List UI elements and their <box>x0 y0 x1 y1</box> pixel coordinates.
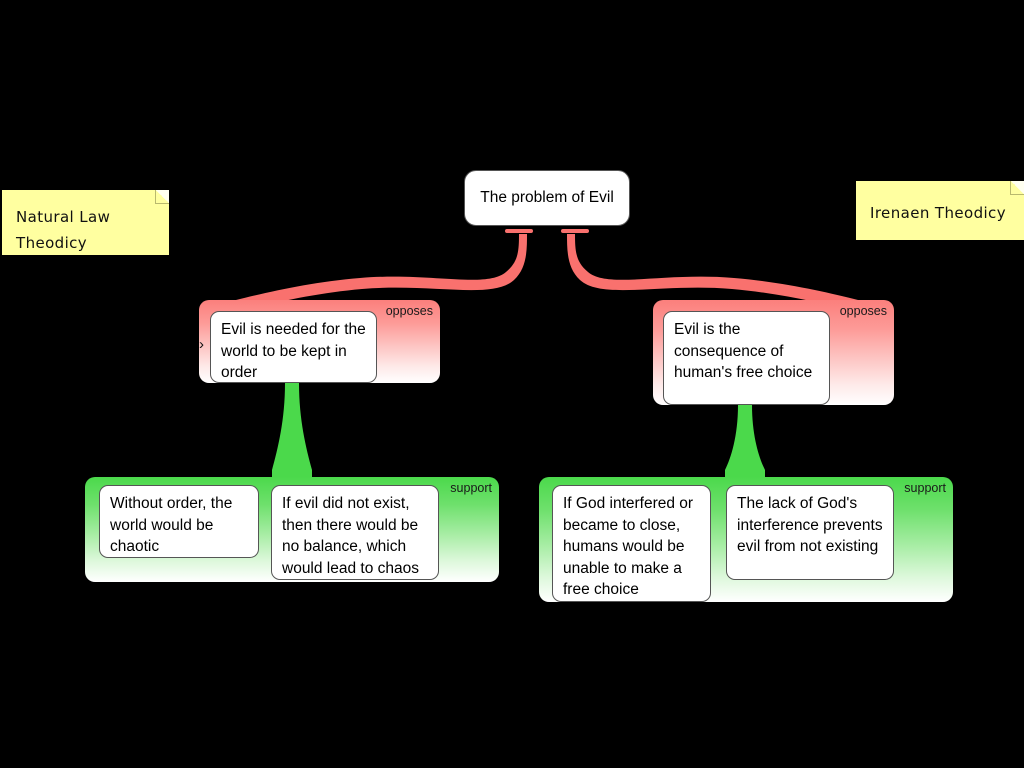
root-node[interactable]: The problem of Evil <box>464 170 630 226</box>
sticky-note-irenaen[interactable]: Irenaen Theodicy <box>856 181 1024 240</box>
claim-node-text: Evil is needed for the world to be kept … <box>221 321 366 381</box>
reason-node-left-2[interactable]: If evil did not exist, then there would … <box>271 485 439 580</box>
reason-node-right-1[interactable]: If God interfered or became to close, hu… <box>552 485 711 602</box>
sticky-fold-icon <box>155 190 169 204</box>
claim-node-left[interactable]: Evil is needed for the world to be kept … <box>210 311 377 383</box>
sticky-note-text: Natural Law Theodicy <box>16 208 111 252</box>
claim-node-text: Evil is the consequence of human's free … <box>674 321 813 381</box>
reason-node-text: If God interfered or became to close, hu… <box>563 495 694 598</box>
root-node-label: The problem of Evil <box>480 189 614 207</box>
reason-node-text: If evil did not exist, then there would … <box>282 495 420 577</box>
sticky-note-natural-law[interactable]: Natural Law Theodicy <box>2 190 169 255</box>
reason-node-text: The lack of God's interference prevents … <box>737 495 883 555</box>
link-support-left <box>272 383 312 482</box>
reason-node-right-2[interactable]: The lack of God's interference prevents … <box>726 485 894 580</box>
claim-node-right[interactable]: Evil is the consequence of human's free … <box>663 311 830 405</box>
sticky-note-text: Irenaen Theodicy <box>870 203 1006 222</box>
reason-node-text: Without order, the world would be chaoti… <box>110 495 233 555</box>
reason-node-left-1[interactable]: Without order, the world would be chaoti… <box>99 485 259 558</box>
relation-label-opposes: opposes <box>839 304 887 318</box>
incoming-arrow-icon: › <box>199 336 204 353</box>
link-support-right <box>725 405 765 482</box>
sticky-fold-icon <box>1010 181 1024 195</box>
relation-label-support: support <box>450 481 492 495</box>
relation-label-support: support <box>904 481 946 495</box>
relation-label-opposes: opposes <box>385 304 433 318</box>
